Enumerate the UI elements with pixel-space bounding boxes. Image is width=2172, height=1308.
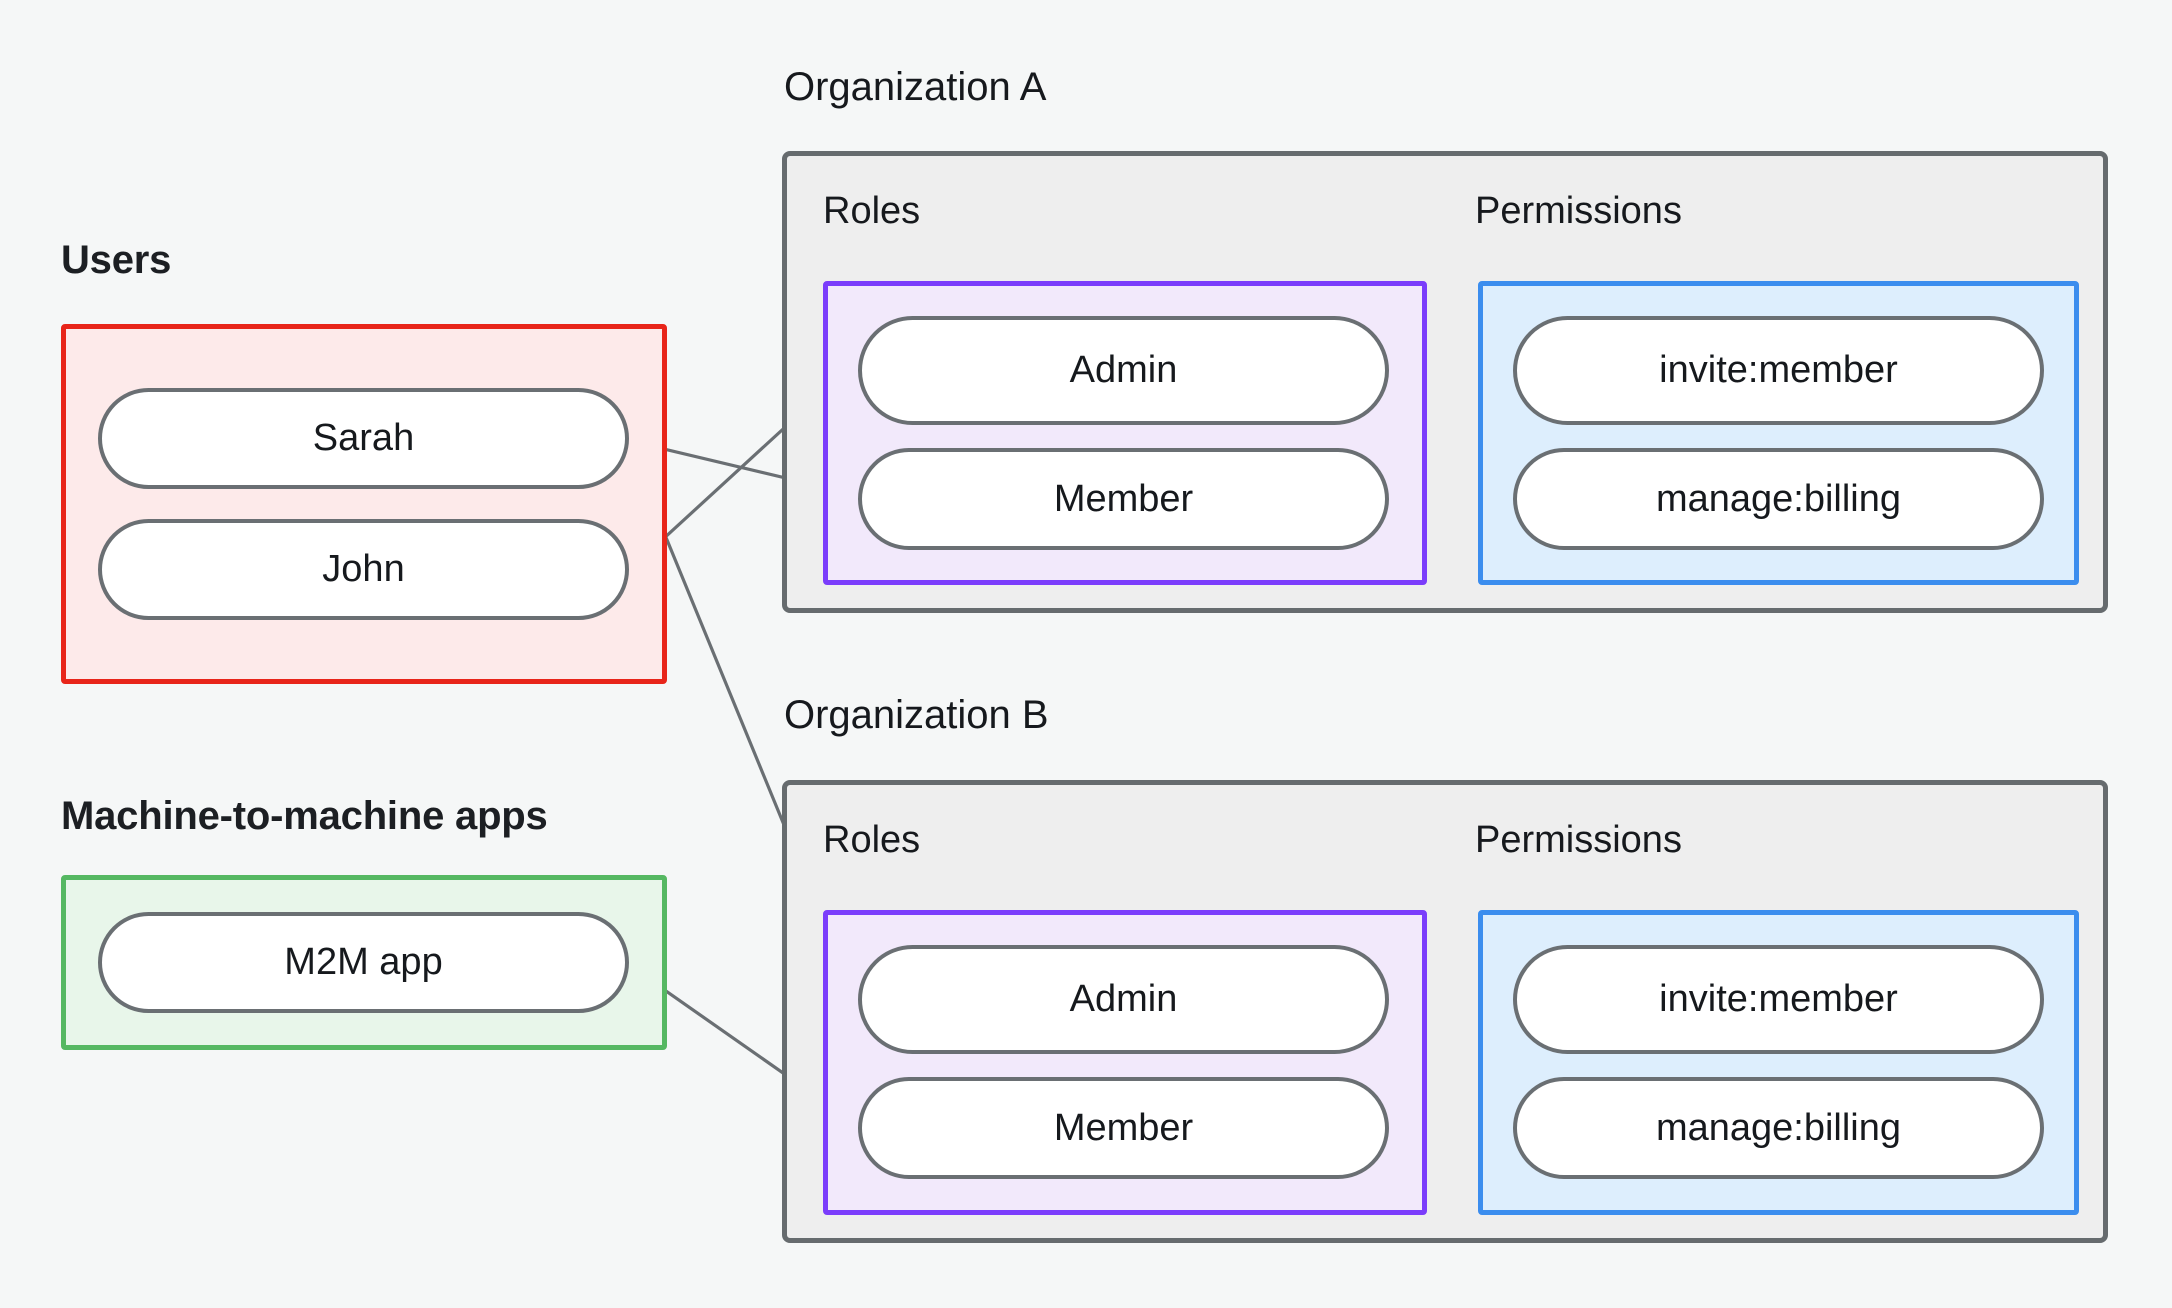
org-b-permissions-caption: Permissions — [1475, 819, 1682, 861]
org-a-permissions-box: invite:member manage:billing — [1478, 281, 2079, 585]
org-b-roles-box: Admin Member — [823, 910, 1427, 1215]
node-org-b-member-label: Member — [1053, 1106, 1194, 1149]
node-org-a-manage-billing[interactable]: manage:billing — [1513, 448, 2044, 550]
org-a-roles-caption: Roles — [823, 190, 921, 232]
users-caption: Users — [61, 238, 172, 282]
org-b-roles-caption: Roles — [823, 819, 921, 861]
org-a-caption: Organization A — [784, 65, 1047, 109]
node-org-b-manage-billing-label: manage:billing — [1655, 1106, 1902, 1149]
org-b-group: Roles Admin Member Permissions invite:me… — [782, 780, 2108, 1243]
node-org-b-manage-billing[interactable]: manage:billing — [1513, 1077, 2044, 1179]
node-org-a-invite-member[interactable]: invite:member — [1513, 316, 2044, 425]
node-org-b-member[interactable]: Member — [858, 1077, 1389, 1179]
m2m-caption: Machine-to-machine apps — [61, 794, 548, 838]
node-org-a-member-label: Member — [1053, 477, 1194, 520]
users-group: Sarah John — [61, 324, 667, 684]
node-org-a-admin[interactable]: Admin — [858, 316, 1389, 425]
org-a-group: Roles Admin Member Permissions invite:me… — [782, 151, 2108, 613]
node-org-b-admin[interactable]: Admin — [858, 945, 1389, 1054]
node-m2m-app[interactable]: M2M app — [98, 912, 629, 1013]
node-org-a-manage-billing-label: manage:billing — [1655, 477, 1902, 520]
node-sarah-label: Sarah — [312, 417, 415, 459]
org-a-roles-box: Admin Member — [823, 281, 1427, 585]
node-org-b-invite-member[interactable]: invite:member — [1513, 945, 2044, 1054]
node-sarah[interactable]: Sarah — [98, 388, 629, 489]
node-org-b-admin-label: Admin — [1069, 978, 1178, 1020]
node-org-a-member[interactable]: Member — [858, 448, 1389, 550]
node-org-b-invite-member-label: invite:member — [1659, 978, 1898, 1020]
node-john-label: John — [322, 548, 405, 590]
node-org-a-invite-member-label: invite:member — [1659, 349, 1898, 391]
node-org-a-admin-label: Admin — [1069, 349, 1178, 391]
m2m-group: M2M app — [61, 875, 667, 1050]
org-b-permissions-box: invite:member manage:billing — [1478, 910, 2079, 1215]
node-m2m-app-label: M2M app — [284, 941, 443, 983]
org-b-caption: Organization B — [784, 693, 1049, 737]
node-john[interactable]: John — [98, 519, 629, 620]
org-a-permissions-caption: Permissions — [1475, 190, 1682, 232]
